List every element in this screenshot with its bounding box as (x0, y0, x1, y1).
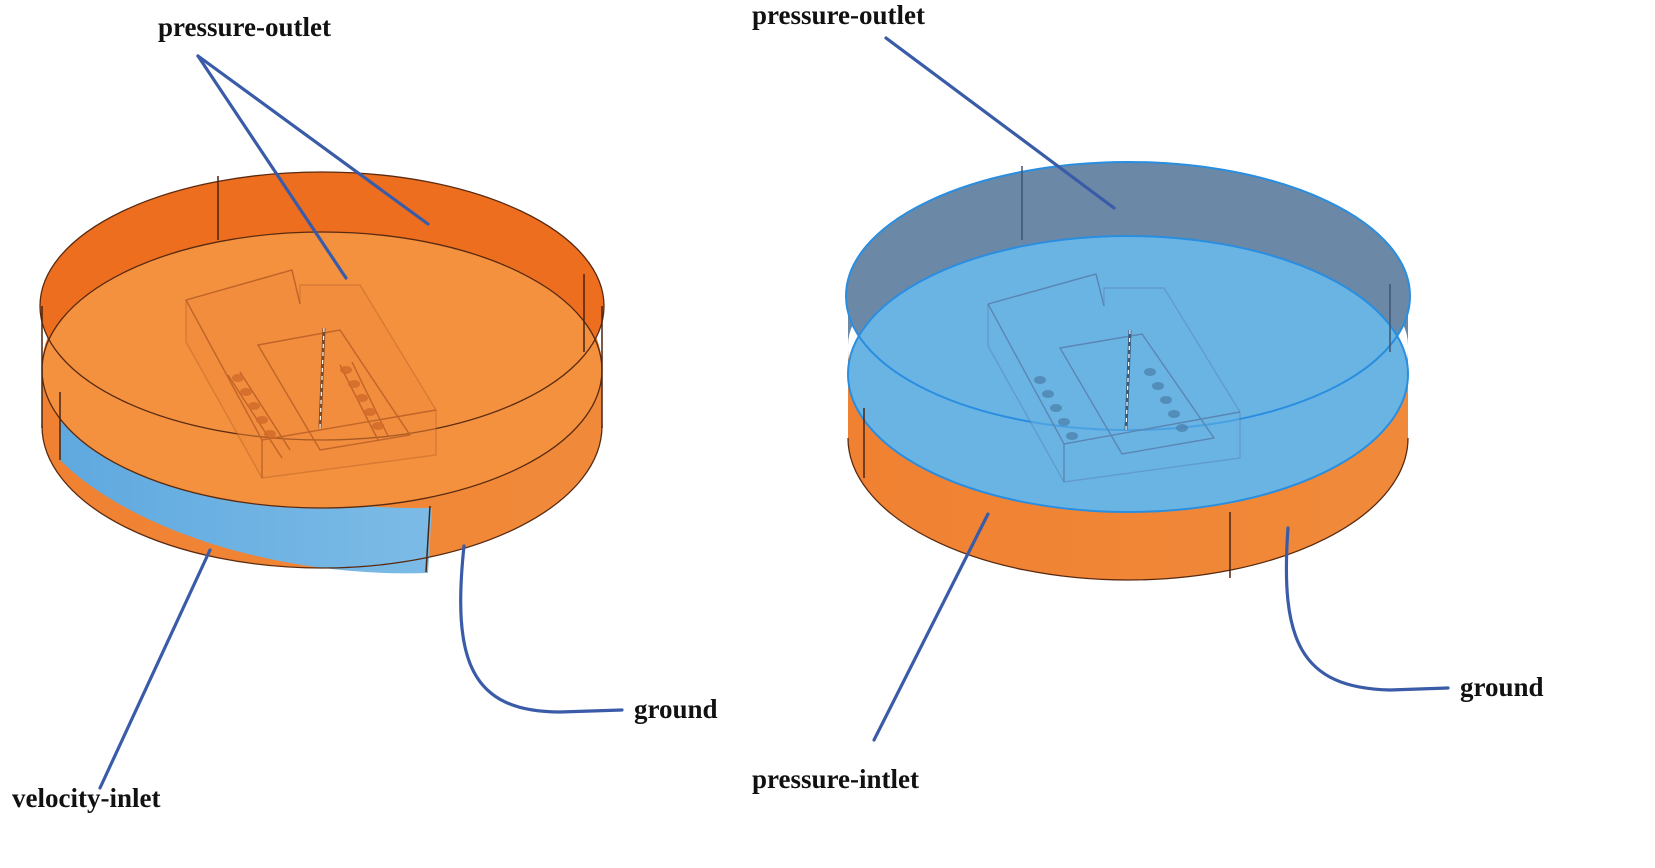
left-electrode-needle (318, 327, 326, 429)
left-velocity-inlet-patch (60, 392, 432, 574)
left-outlet-leader-b (196, 54, 348, 280)
left-pressure-outlet-label: pressure-outlet (158, 12, 331, 42)
right-inlet-leader (872, 512, 990, 742)
left-leader-lines (98, 54, 624, 790)
right-leader-lines (872, 36, 1450, 742)
right-pressure-outlet-label: pressure-outlet (752, 0, 925, 30)
left-ground-label: ground (634, 694, 718, 724)
left-outlet-leader-a (196, 54, 430, 226)
right-side-wall (848, 350, 1408, 580)
right-inner-rollers (1034, 368, 1188, 440)
left-velocity-inlet-label: velocity-inlet (12, 783, 160, 813)
right-ground-leader (1284, 526, 1450, 692)
left-ground-leader (459, 544, 624, 714)
right-electrode-needle (1124, 329, 1132, 431)
right-outlet-leader (884, 36, 1116, 210)
left-domain-cylinder (39, 171, 605, 574)
right-domain-cylinder (845, 161, 1411, 581)
left-inner-rollers (232, 366, 384, 438)
right-ground-label: ground (1460, 672, 1544, 702)
left-inlet-leader (98, 548, 212, 790)
right-pressure-inlet-label: pressure-intlet (752, 764, 919, 794)
